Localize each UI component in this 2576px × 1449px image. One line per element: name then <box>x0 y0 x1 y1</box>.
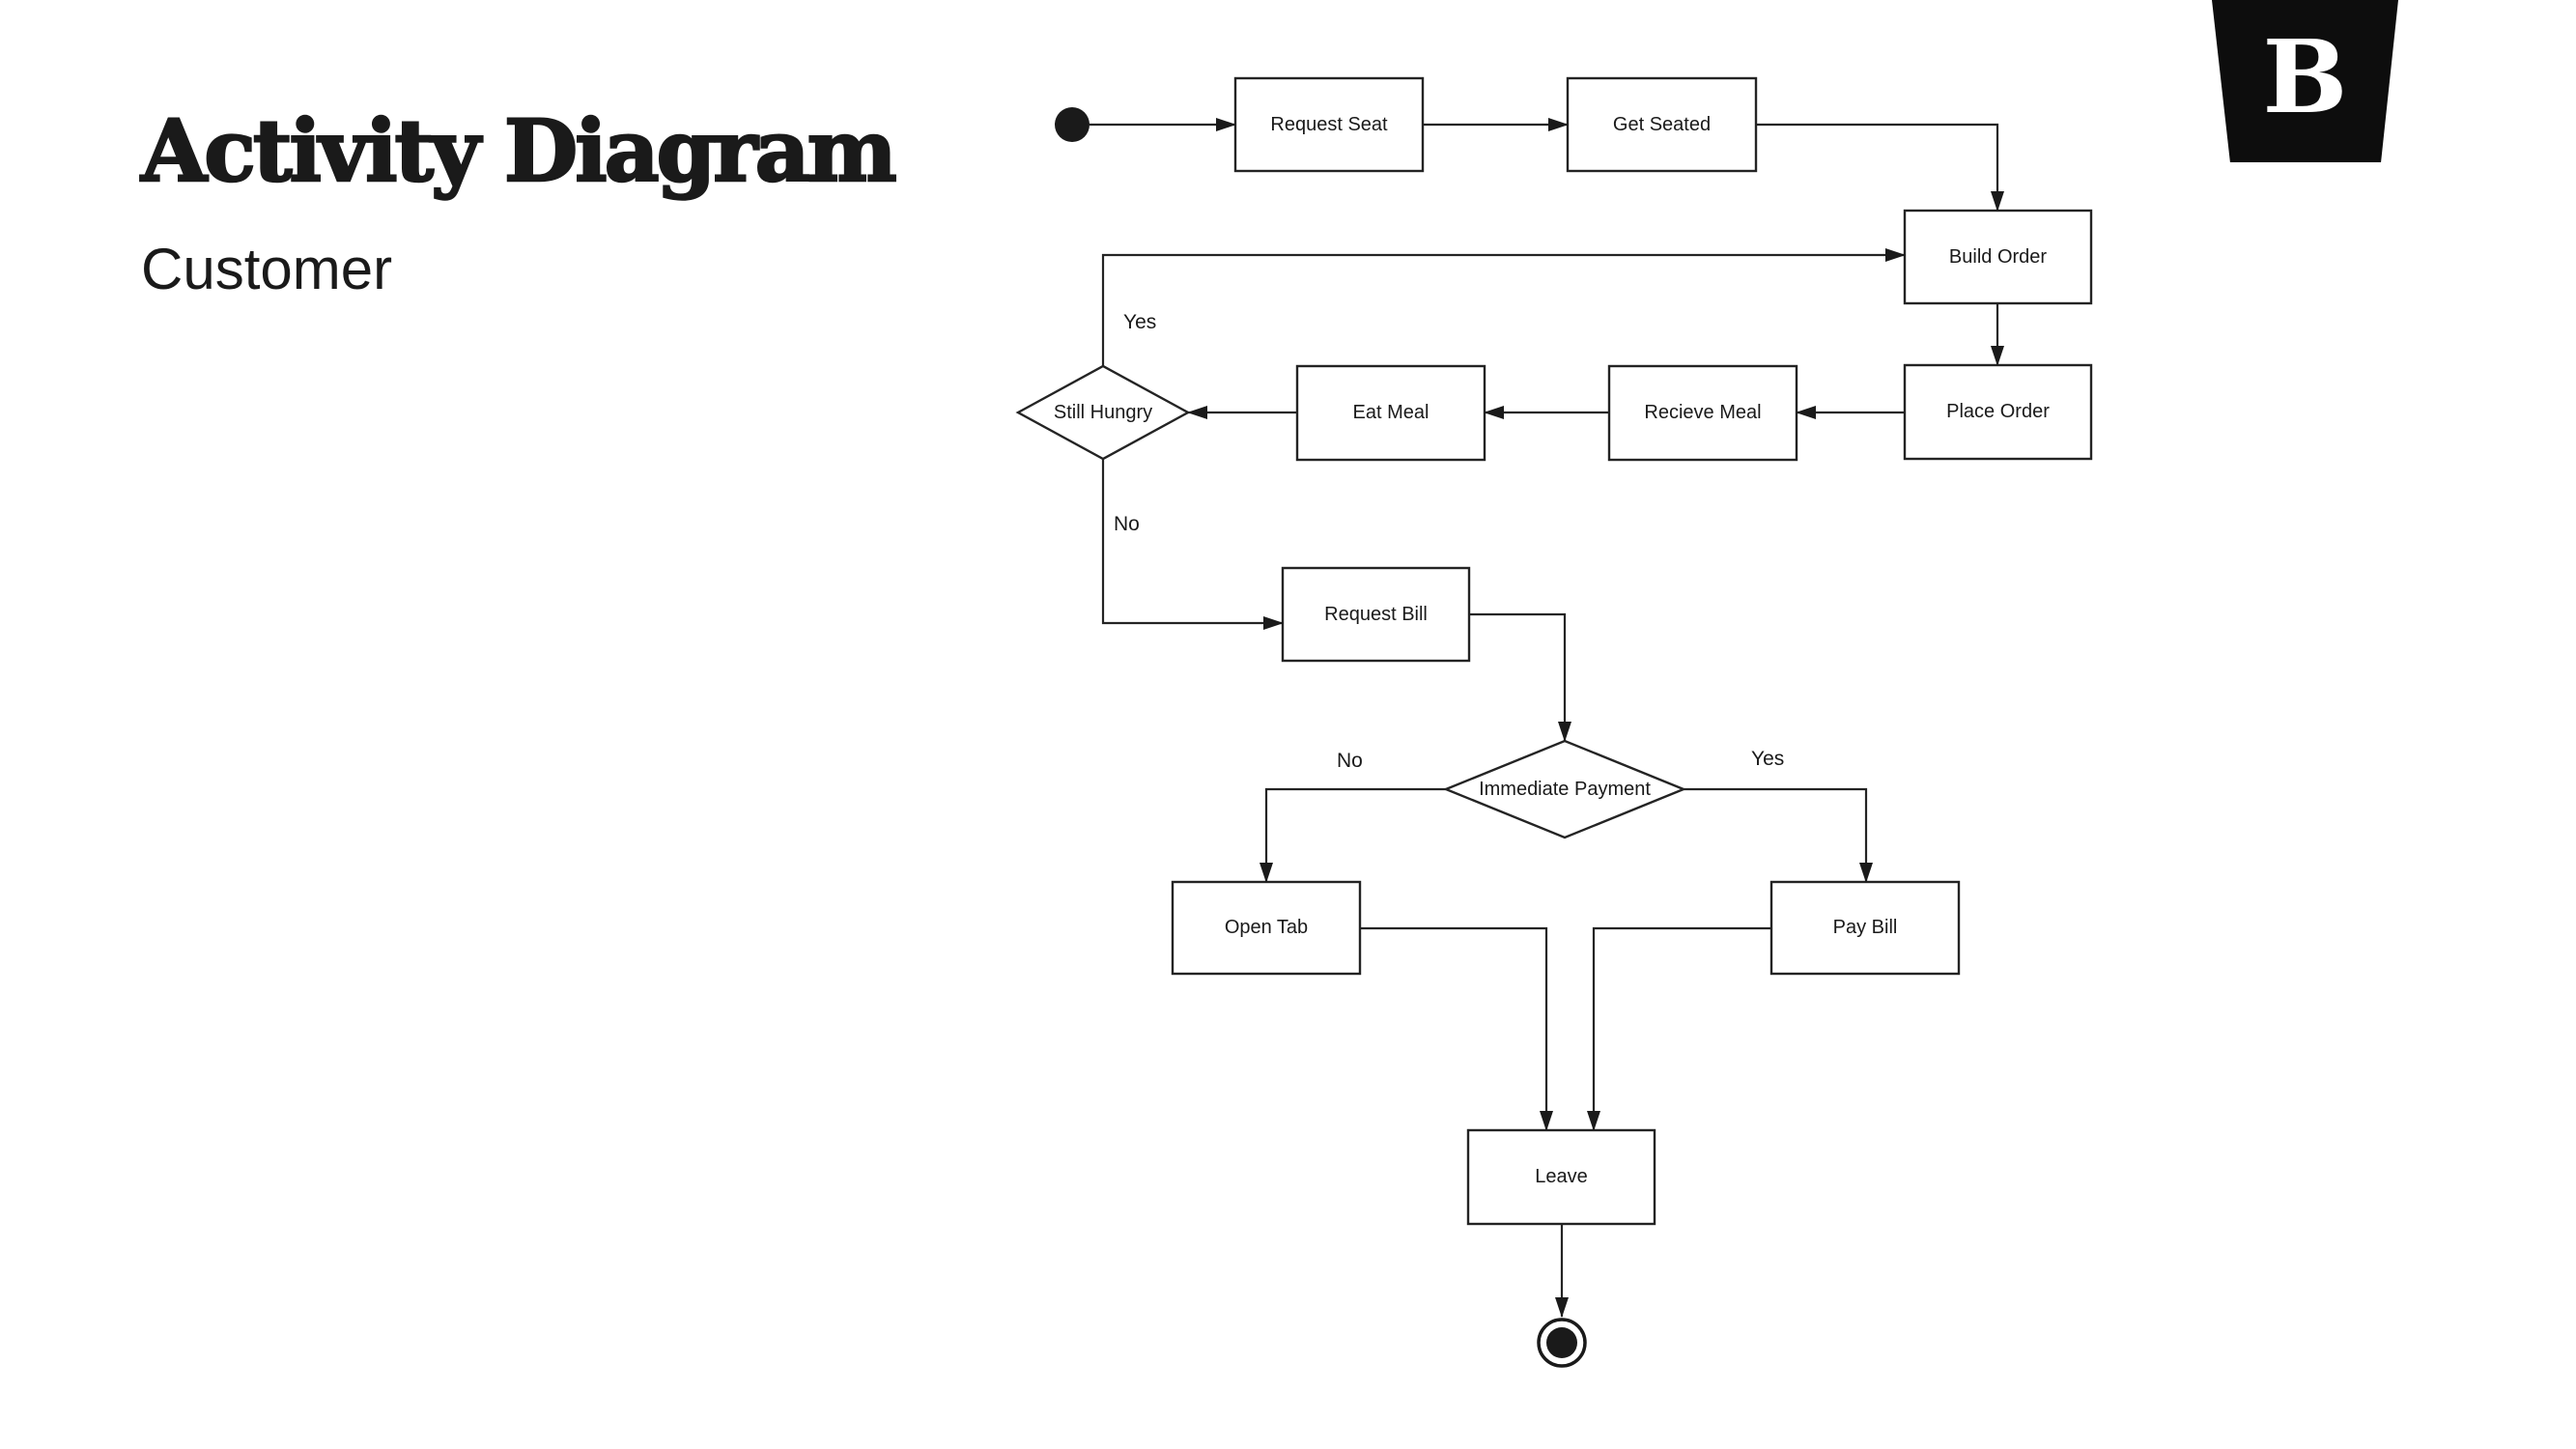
start-node-icon <box>1055 107 1090 142</box>
edge-still-hungry-yes-to-build-order <box>1101 248 1906 366</box>
edge-get-seated-to-build-order <box>1756 123 2004 212</box>
edge-open-tab-to-leave <box>1360 926 1553 1131</box>
node-pay-bill <box>1769 880 1961 976</box>
page-subtitle: Customer <box>141 237 393 301</box>
edge-still-hungry-no-to-request-bill <box>1101 459 1284 630</box>
node-open-tab <box>1171 880 1362 976</box>
edge-pay-bill-to-leave <box>1587 926 1771 1131</box>
node-request-seat <box>1233 76 1425 173</box>
brand-logo: B <box>2212 0 2398 162</box>
node-leave <box>1466 1128 1656 1226</box>
end-node-dot-icon <box>1546 1327 1577 1358</box>
node-get-seated <box>1566 76 1758 173</box>
edge-immediate-payment-no-to-open-tab <box>1260 787 1446 883</box>
edge-immediate-payment-yes-to-pay-bill <box>1684 787 1873 883</box>
brand-logo-letter: B <box>2262 17 2348 136</box>
node-recieve-meal <box>1607 364 1798 462</box>
decision-still-hungry <box>1015 364 1191 461</box>
node-place-order <box>1903 363 2093 461</box>
node-build-order <box>1903 209 2093 305</box>
edge-request-bill-to-immediate-payment <box>1469 612 1571 742</box>
node-request-bill <box>1281 566 1471 663</box>
decision-immediate-payment <box>1442 739 1687 839</box>
page-title: Activity Diagram <box>140 100 898 201</box>
node-eat-meal <box>1295 364 1486 462</box>
